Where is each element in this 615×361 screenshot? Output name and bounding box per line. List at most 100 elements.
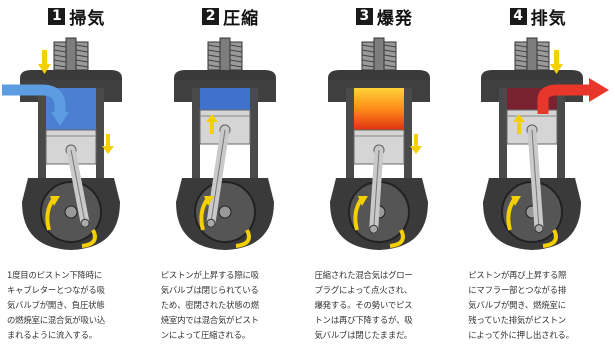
engine-illustration	[481, 37, 610, 250]
piston-down-arrowhead-icon	[102, 146, 114, 154]
rotation-arrow-icon	[235, 229, 251, 248]
connecting-rod-outline	[210, 129, 226, 224]
cylinder-wall-right	[96, 88, 104, 178]
step-caption: 圧縮された混合気はグロー プラグによって点火され、 爆発する。その勢いでピス ト…	[314, 270, 413, 340]
spring-coil	[75, 44, 89, 48]
spring-coil	[361, 64, 374, 68]
step-number-badge: 2	[202, 8, 220, 25]
crank-pin	[206, 218, 216, 228]
crank-pin	[80, 218, 90, 228]
spring-coil	[515, 44, 528, 48]
spring-coil	[207, 64, 220, 68]
spring-coil	[515, 54, 528, 58]
engine-illustration	[173, 37, 276, 250]
intake-flow-arrow-icon	[2, 84, 66, 114]
spring-coil	[75, 64, 89, 68]
piston-up-arrow-icon	[517, 122, 522, 134]
step-number-badge: 1	[48, 8, 66, 25]
intake-valve-arrow-icon	[42, 50, 47, 64]
step-caption: ピストンが上昇する際に吸 気バルブは閉じられている ため、密閉された状態の燃 焼…	[160, 270, 259, 340]
stroke-panel-compression: 2 圧縮 ピストンが上昇する際に吸 気バルブは閉じられている ため、密閉された状…	[154, 0, 308, 361]
crank-pin	[368, 224, 378, 234]
piston-up-arrowhead-icon	[205, 114, 218, 122]
rotation-arrow-icon	[389, 229, 405, 248]
spring-coil	[229, 64, 242, 68]
crank-pin	[534, 224, 544, 234]
step-caption: ピストンが再び上昇する際 にマフラー部とつながる排 気バルブが開き、燃焼室に 残…	[468, 270, 574, 340]
cylinder-wall-left	[38, 88, 46, 178]
spring-coil	[537, 49, 550, 53]
crankshaft-axle	[218, 205, 232, 219]
step-title: 排気	[530, 9, 567, 29]
spring-coil	[207, 49, 220, 53]
cylinder-wall-right	[557, 88, 566, 178]
cylinder-wall-right	[403, 88, 412, 178]
spring-coil	[361, 59, 374, 63]
exhaust-flow-arrowhead-icon	[589, 78, 610, 102]
spring-coil	[537, 64, 550, 68]
cylinder-head	[327, 70, 430, 82]
panel-heading: 4 排気	[461, 4, 615, 29]
piston-down-arrowhead-icon	[409, 146, 422, 154]
rotation-arrowhead-icon	[50, 196, 60, 206]
step-number-badge: 4	[509, 8, 527, 25]
cylinder-wall-left	[499, 88, 508, 178]
spring-coil	[361, 44, 374, 48]
rotation-arrowhead-icon	[511, 196, 522, 206]
spring-coil	[207, 44, 220, 48]
piston-down-arrow-icon	[413, 134, 418, 146]
step-title: 爆発	[376, 9, 413, 29]
stroke-panel-combustion: 3 爆発 圧縮された混合気はグロー プラグによって点火され、 爆発する。その勢い…	[308, 0, 462, 361]
cylinder-wall-left	[191, 88, 200, 178]
spring-coil	[75, 49, 89, 53]
rotation-arrowhead-icon	[357, 196, 368, 206]
combustion-chamber	[353, 88, 404, 130]
spring-coil	[229, 54, 242, 58]
spring-coil	[53, 54, 67, 58]
spring-coil	[537, 54, 550, 58]
spring-coil	[361, 54, 374, 58]
rotation-arrow-icon	[542, 229, 559, 248]
step-title: 掃気	[69, 9, 106, 29]
panel-heading: 3 爆発	[308, 4, 462, 29]
stroke-panel-exhaust: 4 排気 ピストンが再び上昇する際 にマフラー部とつながる排 気バルブが開き、燃…	[461, 0, 615, 361]
engine-illustration	[327, 37, 430, 250]
spring-coil	[53, 64, 67, 68]
spring-coil	[53, 44, 67, 48]
spring-coil	[515, 64, 528, 68]
spring-coil	[207, 54, 220, 58]
stroke-panel-intake: 1 掃気 1度目のピストン下降時に キャブレターとつながる吸 気バルブが開き、負…	[0, 0, 154, 361]
spring-coil	[229, 44, 242, 48]
piston-down-arrow-icon	[106, 134, 110, 146]
exhaust-valve-arrowhead-icon	[550, 64, 564, 74]
spring-coil	[361, 49, 374, 53]
engine-illustration	[2, 37, 122, 250]
step-title: 圧縮	[223, 9, 260, 29]
exhaust-flow-arrow-icon	[537, 84, 592, 114]
spring-coil	[383, 59, 396, 63]
spring-coil	[537, 44, 550, 48]
piston-up-arrowhead-icon	[513, 114, 526, 122]
step-caption: 1度目のピストン下降時に キャブレターとつながる吸 気バルブが開き、負圧状態 の…	[7, 270, 106, 340]
spring-coil	[383, 49, 396, 53]
spring-coil	[383, 64, 396, 68]
exhaust-valve-arrow-icon	[554, 50, 560, 64]
intake-flow-arrowhead-icon	[51, 112, 69, 126]
spring-coil	[383, 54, 396, 58]
cylinder-wall-right	[249, 88, 258, 178]
spring-coil	[229, 49, 242, 53]
spring-coil	[515, 49, 528, 53]
connecting-rod-outline	[372, 149, 379, 230]
piston-up-arrow-icon	[209, 122, 214, 134]
spring-coil	[229, 59, 242, 63]
spring-coil	[75, 54, 89, 58]
step-number-badge: 3	[355, 8, 373, 25]
spring-coil	[383, 44, 396, 48]
panel-heading: 2 圧縮	[154, 4, 308, 29]
spring-coil	[207, 59, 220, 63]
cylinder-head	[173, 70, 276, 82]
spring-coil	[53, 49, 67, 53]
connecting-rod-outline	[70, 149, 86, 224]
spring-coil	[75, 59, 89, 63]
